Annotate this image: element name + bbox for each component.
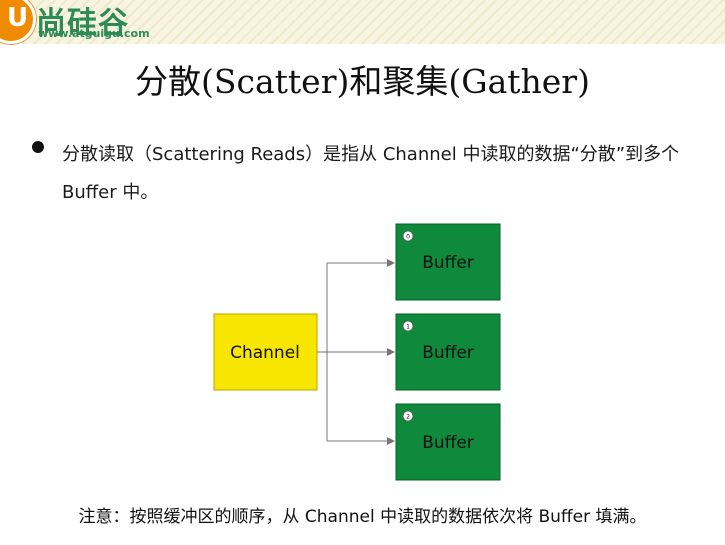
logo: U 尚硅谷 www.atguigu.com: [0, 0, 175, 44]
buffer-label-2: Buffer: [422, 433, 474, 453]
logo-mark-letter: U: [7, 3, 29, 33]
buffer-index-1: 1: [406, 324, 410, 331]
logo-name: 尚硅谷: [36, 6, 129, 41]
buffer-label-0: Buffer: [422, 253, 474, 273]
header-band: [0, 0, 725, 44]
slide-title: 分散(Scatter)和聚集(Gather): [135, 62, 590, 101]
buffer-index-0: 0: [406, 234, 410, 241]
channel-label: Channel: [230, 343, 300, 363]
buffer-index-badge-0: [402, 230, 414, 242]
buffer-index-badge-2: [402, 410, 414, 422]
bullet-text: 分散读取（Scattering Reads）是指从 Channel 中读取的数据…: [62, 144, 680, 203]
channel-box: [213, 313, 318, 391]
bullet-dot: [32, 141, 44, 153]
logo-url: www.atguigu.com: [38, 27, 150, 40]
footnote: 注意：按照缓冲区的顺序，从 Channel 中读取的数据依次将 Buffer 填…: [78, 507, 647, 527]
buffer-label-1: Buffer: [422, 343, 474, 363]
buffer-index-badge-1: [402, 320, 414, 332]
buffer-index-2: 2: [406, 414, 410, 421]
